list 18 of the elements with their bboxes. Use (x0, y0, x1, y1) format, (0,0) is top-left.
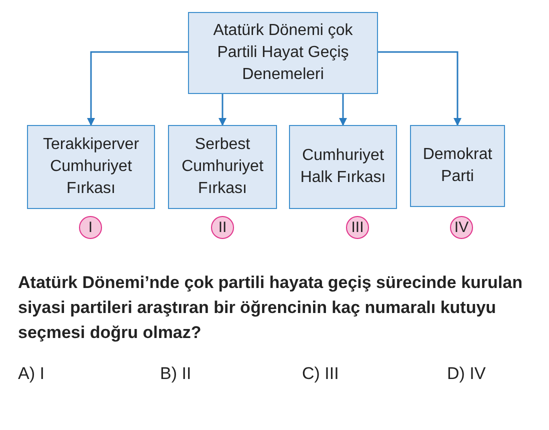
category-box: Atatürk Dönemi çok Partili Hayat Geçiş Denemeleri (188, 12, 378, 94)
numeral-badge: II (211, 216, 234, 239)
category-box: Demokrat Parti (410, 125, 505, 207)
answer-option: B) II (160, 364, 192, 384)
arrow (378, 51, 462, 126)
question-text: Atatürk Dönemi’nde çok partili hayata geçiş sürecinde kurulan siyasi partileri araştıran bir öğrencinin kaç numaralı kutuyu seçmesi doğru olmaz? (18, 272, 524, 344)
answer-option: C) III (302, 364, 339, 384)
numeral-badge: IV (450, 216, 473, 239)
numeral-badge: III (346, 216, 369, 239)
category-box: Serbest Cumhuriyet Fırkası (168, 125, 277, 209)
arrow (218, 94, 226, 126)
numeral-badge: I (79, 216, 102, 239)
arrow (87, 51, 188, 126)
category-box: Cumhuriyet Halk Fırkası (289, 125, 397, 209)
arrow (339, 94, 347, 126)
category-box: Terakkiperver Cumhuriyet Fırkası (27, 125, 155, 209)
answer-option: D) IV (447, 364, 486, 384)
answer-option: A) I (18, 364, 44, 384)
